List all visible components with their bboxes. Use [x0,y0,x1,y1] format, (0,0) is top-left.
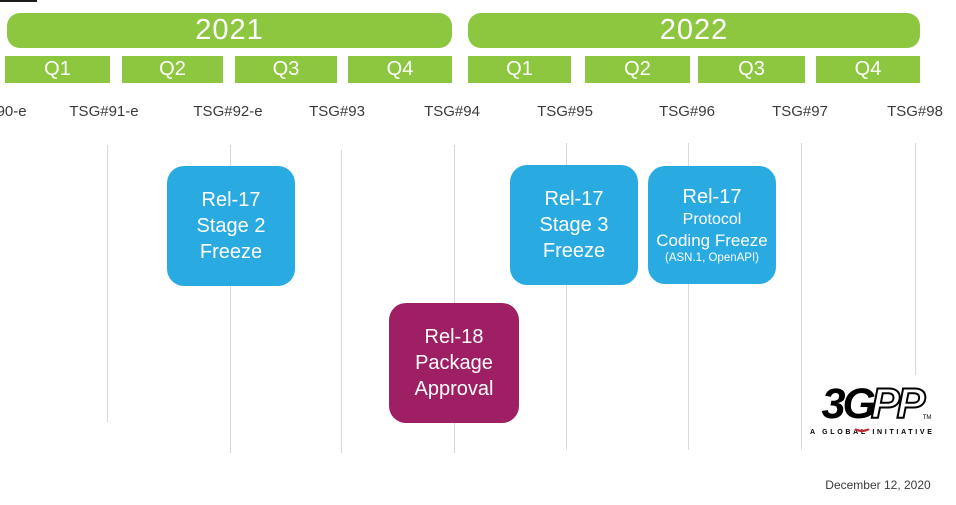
3gpp-logo: 3GPP TM A GLOBAL INITIATIVE [810,380,935,437]
milestone-line: Coding Freeze [656,231,768,251]
3gpp-logo-pp-text: PP [870,380,926,428]
meeting-label-tsg92e: TSG#92-e [193,103,263,120]
gridline-tsg97 [801,143,802,450]
quarter-bar-2022-q2: Q2 [585,56,690,83]
quarter-label: Q1 [44,58,71,80]
meeting-label-tsg97: TSG#97 [772,103,828,120]
meeting-label-tsg91e: TSG#91-e [69,103,139,120]
milestone-line: Protocol [682,211,742,229]
milestone-line: Freeze [199,241,263,263]
meeting-label-tsg96: TSG#96 [659,103,715,120]
milestone-line: Approval [414,378,494,400]
milestone-line: Stage 2 [196,215,266,237]
gridline-tsg92e [230,145,231,453]
top-edge-artifact [0,0,37,2]
meeting-label-tsg90e: TSG#90-e [0,103,27,120]
year-bar-2021: 2021 [7,13,452,48]
quarter-label: Q4 [386,58,414,80]
milestone-line: Package [415,352,493,374]
gridline-tsg98 [915,143,916,375]
year-bar-2022: 2022 [468,13,920,48]
meeting-label-tsg95: TSG#95 [537,103,593,120]
3gpp-logo-tagline: A GLOBAL INITIATIVE [810,429,935,436]
quarter-bar-2021-q4: Q4 [348,56,452,83]
quarter-bar-2022-q3: Q3 [698,56,805,83]
quarter-bar-2021-q1: Q1 [5,56,110,83]
document-date: December 12, 2020 [825,478,931,492]
quarter-label: Q3 [738,58,765,80]
trademark-symbol: TM [922,415,932,421]
logo-radio-wave-icon [854,422,869,432]
quarter-bar-2021-q3: Q3 [235,56,337,83]
year-label-2022: 2022 [659,14,729,46]
quarter-label: Q2 [624,58,651,80]
milestone-line: Rel-17 [201,189,261,211]
quarter-bar-2021-q2: Q2 [122,56,223,83]
quarter-bar-2022-q4: Q4 [816,56,920,83]
milestone-rel17-stage3-freeze: Rel-17 Stage 3 Freeze [510,165,638,285]
milestone-rel18-package-approval: Rel-18 Package Approval [389,303,519,423]
gridline-tsg91e [107,145,108,422]
milestone-line: Rel-17 [544,188,604,210]
quarter-label: Q3 [272,58,300,80]
gridline-tsg93 [341,150,342,453]
meeting-label-tsg94: TSG#94 [424,103,480,120]
3gpp-logo-3g-text: 3G [821,380,876,428]
quarter-label: Q4 [854,58,882,80]
gridline-tsg94 [454,145,455,453]
meeting-label-tsg93: TSG#93 [309,103,365,120]
milestone-rel17-stage2-freeze: Rel-17 Stage 2 Freeze [167,166,295,286]
milestone-line: Freeze [542,240,606,262]
year-label-2021: 2021 [195,14,264,46]
milestone-rel17-protocol-coding-freeze: Rel-17 Protocol Coding Freeze (ASN.1, Op… [648,166,776,284]
gridline-tsg95 [566,143,567,450]
quarter-label: Q1 [506,58,533,80]
meeting-label-tsg98: TSG#98 [887,103,943,120]
milestone-line: Stage 3 [539,214,609,236]
quarter-label: Q2 [159,58,186,80]
milestone-line: Rel-18 [424,326,484,348]
milestone-line: Rel-17 [682,186,742,209]
gridline-tsg96 [688,143,689,450]
quarter-bar-2022-q1: Q1 [468,56,571,83]
milestone-subline: (ASN.1, OpenAPI) [665,251,759,264]
3gpp-logo-mark: 3GPP TM [821,380,931,432]
